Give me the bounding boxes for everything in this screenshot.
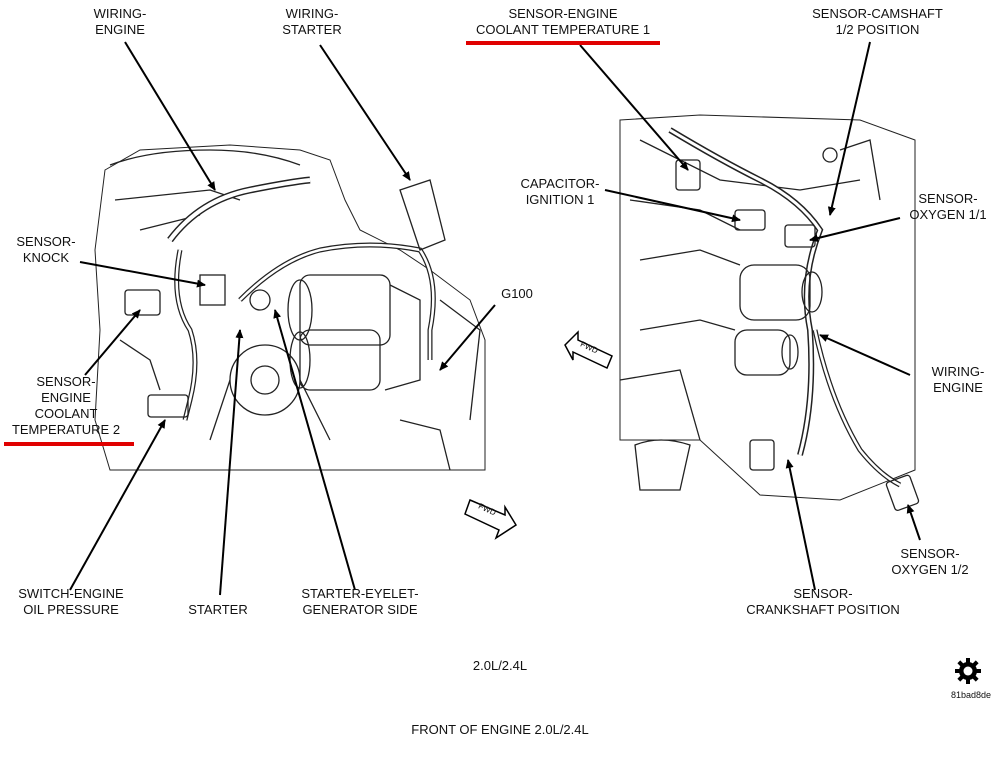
label-text: IGNITION 1: [525, 192, 595, 207]
label-text: STARTER: [188, 602, 248, 617]
label-sensor-knock: SENSOR- KNOCK: [6, 234, 86, 266]
label-starter-eyelet: STARTER-EYELET- GENERATOR SIDE: [290, 586, 430, 618]
label-sensor-oxygen-11: SENSOR- OXYGEN 1/1: [900, 191, 996, 223]
right-engine-view: [619, 114, 920, 512]
label-sensor-crankshaft: SENSOR- CRANKSHAFT POSITION: [728, 586, 918, 618]
label-text: WIRING-: [931, 364, 985, 379]
gear-icon: [953, 656, 983, 686]
label-text: TEMPERATURE 2: [11, 422, 121, 437]
label-text: WIRING-: [285, 6, 339, 21]
fwd-arrow-right: [564, 330, 613, 370]
label-text: GENERATOR SIDE: [302, 602, 418, 617]
label-sensor-camshaft: SENSOR-CAMSHAFT 1/2 POSITION: [790, 6, 965, 38]
label-text: ENGINE: [95, 22, 145, 37]
label-wiring-engine-left: WIRING- ENGINE: [88, 6, 152, 38]
label-sensor-oxygen-12: SENSOR- OXYGEN 1/2: [880, 546, 980, 578]
label-text: SENSOR-: [918, 191, 978, 206]
label-sensor-ect2: SENSOR- ENGINE COOLANT TEMPERATURE 2: [4, 374, 128, 438]
label-switch-oil: SWITCH-ENGINE OIL PRESSURE: [6, 586, 136, 618]
highlight-ect1: [466, 41, 660, 45]
left-engine-view: [94, 144, 486, 471]
label-starter: STARTER: [178, 602, 258, 618]
leader-lines: [69, 41, 921, 596]
label-text: SENSOR-ENGINE: [508, 6, 618, 21]
label-text: OXYGEN 1/2: [891, 562, 969, 577]
label-capacitor-ignition: CAPACITOR- IGNITION 1: [510, 176, 610, 208]
label-text: COOLANT TEMPERATURE 1: [475, 22, 651, 37]
label-text: STARTER: [282, 22, 342, 37]
label-wiring-starter: WIRING- STARTER: [272, 6, 352, 38]
label-text: CAPACITOR-: [520, 176, 600, 191]
highlight-ect2: [4, 442, 134, 446]
label-text: SWITCH-ENGINE: [18, 586, 124, 601]
label-text: COOLANT: [34, 406, 98, 421]
label-text: OIL PRESSURE: [23, 602, 119, 617]
label-text: ENGINE: [41, 390, 91, 405]
label-text: SENSOR-CAMSHAFT: [812, 6, 943, 21]
label-text: SENSOR-: [16, 234, 76, 249]
label-text: SENSOR-: [900, 546, 960, 561]
figure-code: 81bad8de: [951, 690, 992, 700]
fwd-arrow-left: [464, 498, 518, 540]
label-text: OXYGEN 1/1: [909, 207, 987, 222]
label-text: 1/2 POSITION: [835, 22, 920, 37]
label-text: WIRING-: [93, 6, 147, 21]
label-text: ENGINE: [933, 380, 983, 395]
label-text: SENSOR-: [36, 374, 96, 389]
figure-title: FRONT OF ENGINE 2.0L/2.4L: [411, 722, 589, 737]
label-text: KNOCK: [22, 250, 70, 265]
label-sensor-ect1: SENSOR-ENGINE COOLANT TEMPERATURE 1: [458, 6, 668, 38]
engine-caption: 2.0L/2.4L: [472, 658, 528, 673]
label-g100: G100: [492, 286, 542, 302]
label-text: SENSOR-: [793, 586, 853, 601]
label-text: G100: [501, 286, 533, 301]
label-text: STARTER-EYELET-: [301, 586, 419, 601]
label-text: CRANKSHAFT POSITION: [746, 602, 900, 617]
label-wiring-engine-right: WIRING- ENGINE: [918, 364, 998, 396]
